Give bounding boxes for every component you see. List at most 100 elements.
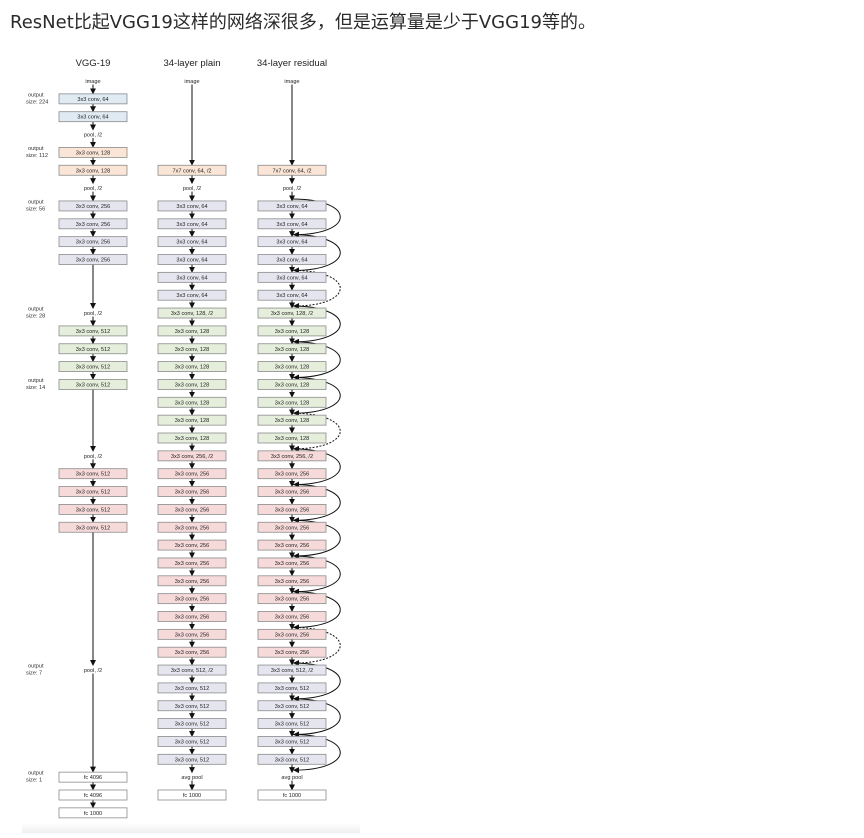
layer-label: 3x3 conv, 512 [275,739,309,745]
layer-op-label: image [184,79,199,85]
layer-box [257,593,327,605]
layer-label: 3x3 conv, 64 [276,204,307,210]
identity-shortcut [291,484,341,524]
output-size-label: output [28,200,44,206]
layer-op-label: pool, /2 [84,133,102,139]
identity-shortcut [291,234,341,274]
layer-label: 3x3 conv, 64 [176,293,207,299]
layer-label: 3x3 conv, 512 [275,722,309,728]
layer-box [257,254,327,265]
layer-box [157,450,227,462]
layer-box [58,325,128,337]
layer-box [257,396,327,408]
layer-label: 3x3 conv, 256 [275,650,309,656]
identity-shortcut [291,198,341,238]
layer-box [58,236,128,248]
identity-shortcut [291,448,341,488]
layer-label: fc 4096 [84,775,102,781]
layer-box [58,379,128,390]
layer-label: 3x3 conv, 256 [175,507,209,513]
layer-label: 3x3 conv, 256 [175,632,209,638]
layer-box [257,200,327,212]
projection-shortcut [291,626,341,667]
layer-box [257,611,327,622]
shortcut-connections [291,198,341,774]
layer-box [157,289,227,301]
layer-box [157,343,227,355]
layer-box [257,343,327,355]
layer-box [58,771,128,783]
identity-shortcut [291,591,341,631]
layer-box [58,200,128,212]
layer-box [157,557,227,569]
layer-label: 3x3 conv, 512 [76,507,110,513]
layer-label: 3x3 conv, 128 [275,365,309,371]
output-size-label: output [28,307,44,313]
layer-label: 3x3 conv, 256 [175,615,209,621]
layer-label: fc 4096 [84,793,102,799]
flow-arrows [90,84,295,809]
layer-box [257,450,327,462]
layer-label: 3x3 conv, 128 [275,382,309,388]
layer-label: 3x3 conv, 64 [276,258,307,264]
layer-label: 3x3 conv, 128 [76,168,110,174]
layer-box [257,325,327,337]
identity-shortcut [291,733,341,774]
layer-op-label: pool, /2 [283,186,301,192]
layer-box [157,521,227,533]
layer-label: 3x3 conv, 128 [275,347,309,353]
layer-label: 3x3 conv, 128 [175,400,209,406]
column-title: 34-layer residual [257,58,327,69]
layer-box [58,521,128,533]
projection-shortcut [291,269,341,310]
layer-label: 3x3 conv, 128 [175,329,209,335]
layer-box [257,361,327,373]
layer-box [157,236,227,248]
layer-label: 3x3 conv, 256 [275,490,309,496]
layer-label: 3x3 conv, 256 [175,490,209,496]
layer-label: 3x3 conv, 512 [76,347,110,353]
layer-label: 3x3 conv, 64 [276,275,307,281]
output-size-value: size: 1 [26,778,42,784]
output-size-value: size: 7 [26,671,42,677]
layer-label: 3x3 conv, 256 [275,632,309,638]
output-size-value: size: 28 [26,314,45,320]
layer-label: 3x3 conv, 256 [175,561,209,567]
layer-box [157,361,227,373]
layer-box [257,521,327,533]
layer-label: fc 1000 [283,793,301,799]
layer-label: 3x3 conv, 512 [275,704,309,710]
layer-label: 3x3 conv, 256 [275,561,309,567]
output-size-label: output [28,378,44,384]
layer-box [58,218,128,230]
layer-box [257,468,327,480]
layer-box [58,789,128,801]
layer-box [157,593,227,605]
layer-box [257,432,327,444]
layer-box [157,414,227,426]
layer-box [58,164,128,176]
layer-box [157,539,227,551]
layer-box [58,468,128,480]
layer-box [257,539,327,551]
layer-box [157,628,227,640]
layer-box [257,557,327,569]
layer-label: 3x3 conv, 64 [276,240,307,246]
layer-op-label: pool, /2 [84,186,102,192]
layer-label: 3x3 conv, 256 [275,525,309,531]
layer-box [257,271,327,283]
layer-label: 3x3 conv, 512 [175,686,209,692]
layer-label: 3x3 conv, 128, /2 [271,311,313,317]
layer-op-label: pool, /2 [84,668,102,674]
layer-label: 3x3 conv, 64 [276,293,307,299]
layer-box [157,718,227,729]
layer-label: 3x3 conv, 256 [175,472,209,478]
layer-label: 3x3 conv, 128 [175,418,209,424]
layer-label: 3x3 conv, 512 [175,722,209,728]
layer-label: 3x3 conv, 512 [275,757,309,763]
layer-box [257,789,327,801]
layer-box [257,164,327,176]
layer-label: 3x3 conv, 256 [275,472,309,478]
